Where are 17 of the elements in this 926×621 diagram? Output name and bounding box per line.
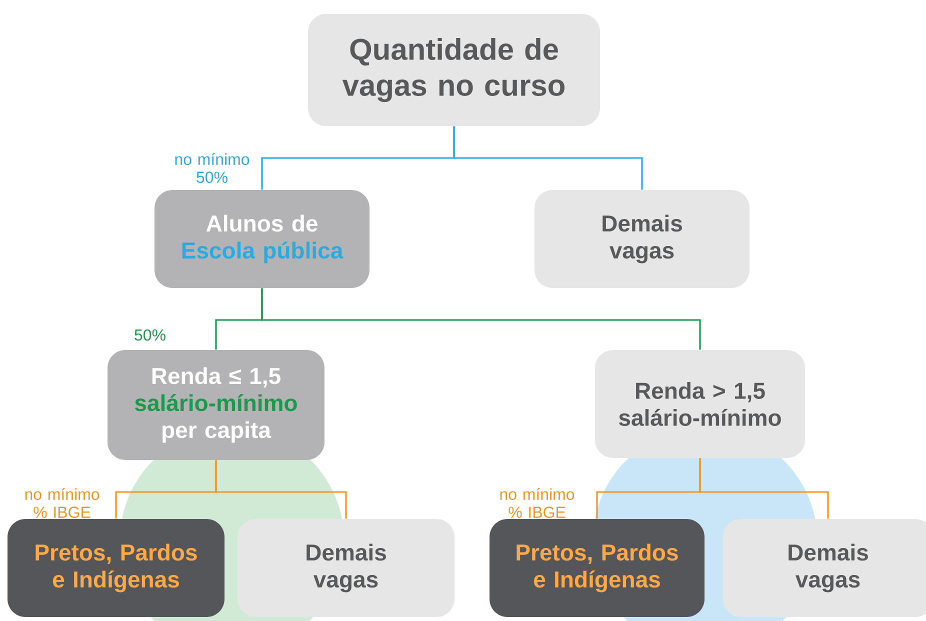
connector-line — [453, 126, 643, 190]
process-box: Pretos, Pardos e Indígenas — [490, 519, 704, 617]
process-box: Pretos, Pardos e Indígenas — [8, 519, 224, 617]
edge-label: 50% — [134, 329, 166, 341]
process-box: Quantidade de vagas no curso — [308, 14, 600, 126]
process-box: Demais vagas — [534, 190, 750, 288]
edge-label: no mínimo 50% — [175, 153, 250, 183]
edge-label: no mínimo % IBGE — [25, 488, 100, 518]
process-box: Demais vagas — [238, 519, 454, 617]
process-box: Renda > 1,5 salário-mínimo — [595, 350, 805, 458]
connector-line — [699, 458, 829, 519]
connector-line — [215, 460, 347, 519]
connector-line — [261, 288, 701, 350]
process-box: Demais vagas — [723, 519, 926, 617]
process-box: Renda ≤ 1,5 salário-mínimo per capita — [108, 350, 324, 460]
process-box: Alunos de Escola pública — [154, 190, 370, 288]
edge-label: no mínimo % IBGE — [500, 488, 574, 518]
